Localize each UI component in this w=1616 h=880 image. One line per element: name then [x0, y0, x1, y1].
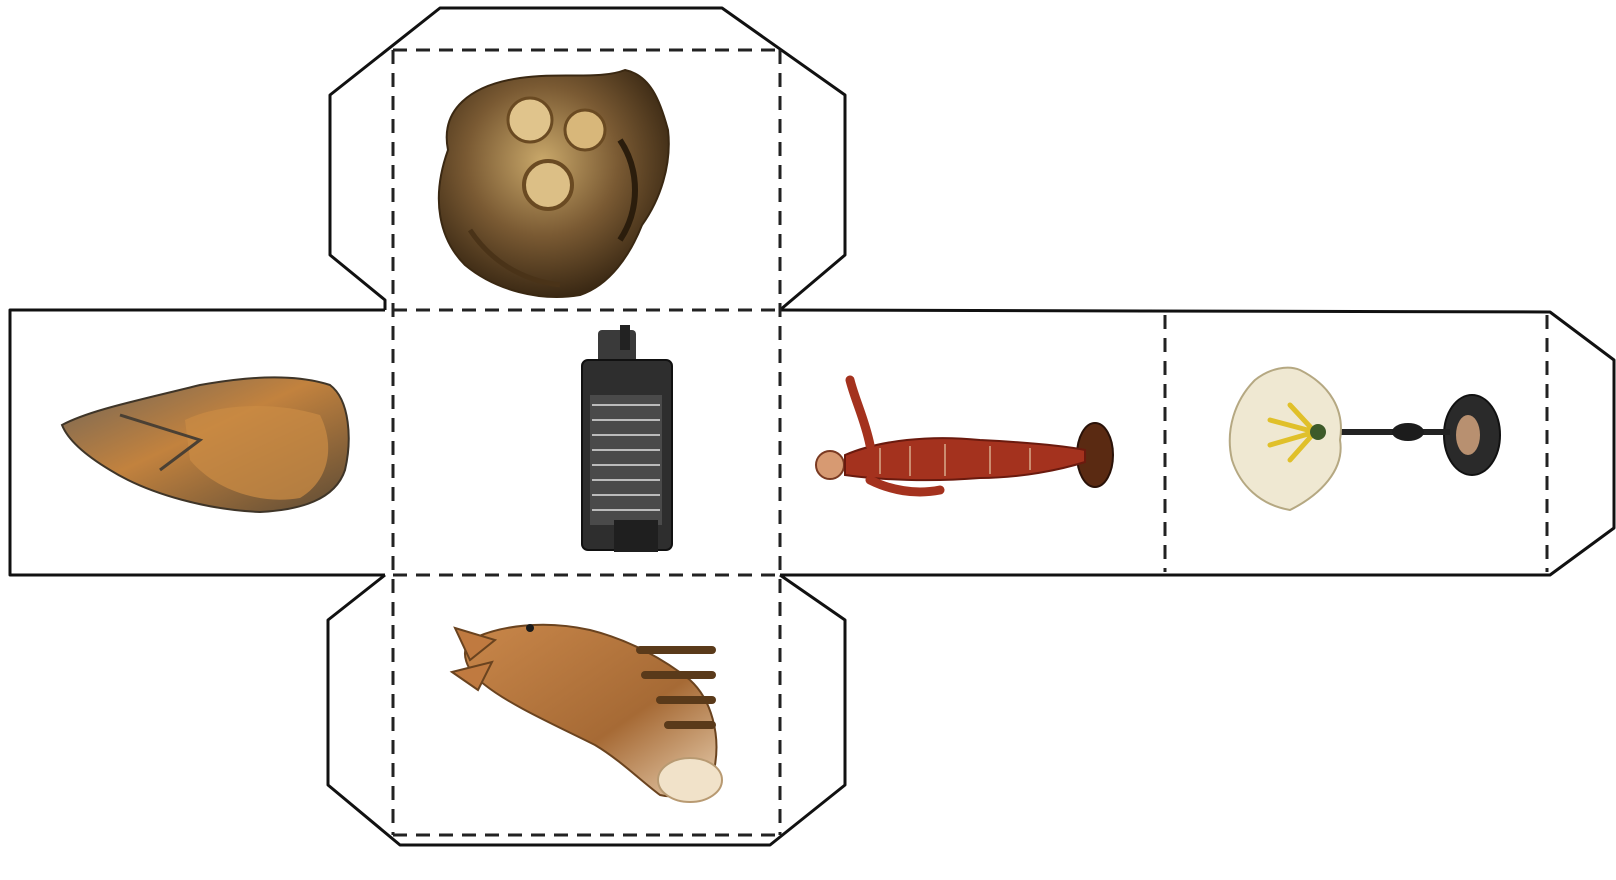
typewriter-image	[582, 325, 672, 552]
fox-specimen-image	[452, 624, 722, 802]
flint-hand-axe-image	[62, 377, 349, 512]
skull-fossil-image	[439, 70, 669, 297]
anatomical-figure-image	[816, 380, 1113, 492]
flower-model-image	[1230, 368, 1500, 510]
